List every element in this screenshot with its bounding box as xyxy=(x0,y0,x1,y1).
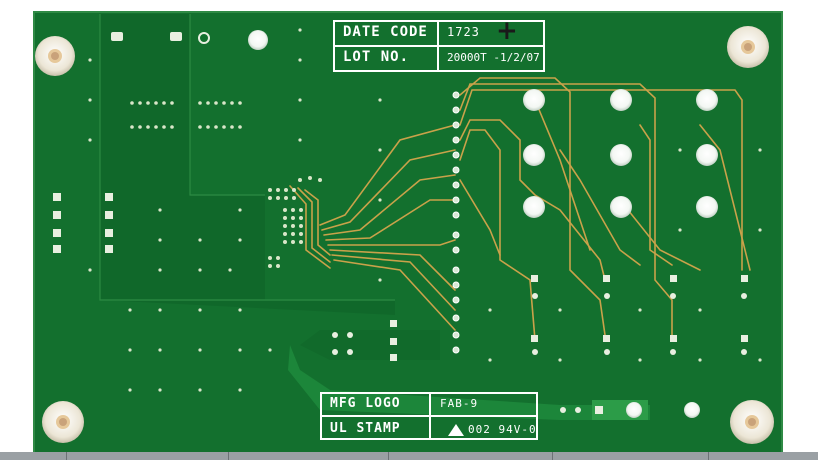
bottom-edge-strip xyxy=(0,452,818,460)
ul-triangle-icon xyxy=(448,424,464,436)
ul-rating: 002 94V-0 xyxy=(468,423,537,436)
copper-traces xyxy=(289,77,751,341)
fab-label: FAB-9 xyxy=(440,397,479,410)
mounting-standoffs xyxy=(35,26,774,444)
date-code-value: 1723 xyxy=(447,25,480,39)
test-points xyxy=(332,275,748,414)
led-pads xyxy=(248,30,718,418)
ul-stamp-label: UL STAMP xyxy=(330,421,401,436)
mfg-logo-label: MFG LOGO xyxy=(330,396,401,411)
lot-no-value: 20000T -1/2/07 xyxy=(447,51,540,64)
handwritten-mark: + xyxy=(496,16,519,46)
left-pads xyxy=(53,193,113,253)
power-strip xyxy=(288,345,650,420)
date-code-label: DATE CODE xyxy=(343,24,428,40)
connector-column xyxy=(452,91,460,354)
via-field xyxy=(88,28,762,392)
lot-no-label: LOT NO. xyxy=(343,49,410,65)
